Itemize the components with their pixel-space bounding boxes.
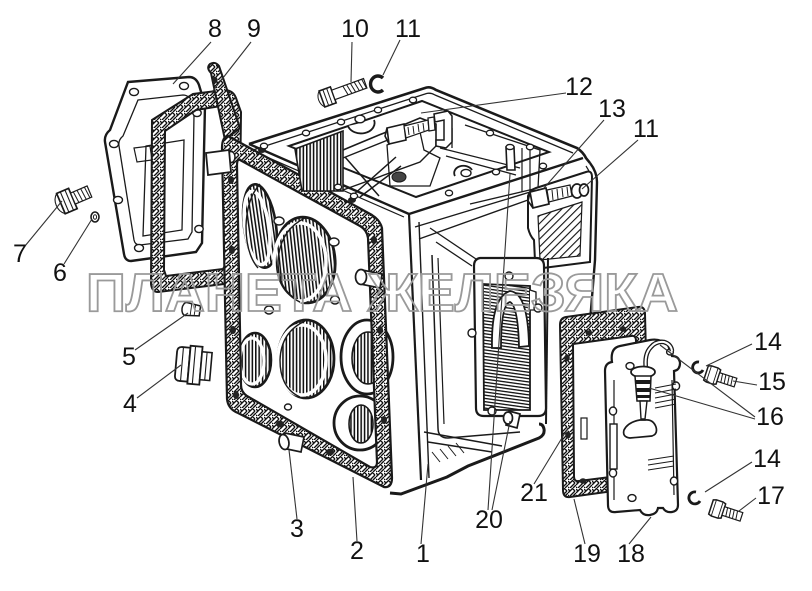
svg-text:4: 4 bbox=[123, 390, 137, 418]
svg-text:18: 18 bbox=[617, 540, 645, 568]
svg-text:3: 3 bbox=[290, 515, 304, 543]
svg-text:14: 14 bbox=[754, 328, 782, 356]
svg-text:14: 14 bbox=[753, 445, 781, 473]
svg-text:20: 20 bbox=[475, 506, 503, 534]
svg-text:11: 11 bbox=[633, 115, 659, 143]
svg-text:16: 16 bbox=[756, 403, 784, 431]
svg-text:2: 2 bbox=[350, 537, 364, 565]
svg-text:10: 10 bbox=[341, 15, 369, 43]
svg-text:1: 1 bbox=[416, 540, 430, 568]
svg-text:11: 11 bbox=[395, 15, 421, 43]
svg-text:13: 13 bbox=[598, 95, 626, 123]
svg-text:21: 21 bbox=[520, 479, 548, 507]
svg-text:15: 15 bbox=[758, 368, 786, 396]
svg-text:19: 19 bbox=[573, 540, 601, 568]
svg-text:ПЛАНЕТА ЖЕЛЕЗЯКА: ПЛАНЕТА ЖЕЛЕЗЯКА bbox=[86, 263, 678, 323]
svg-text:7: 7 bbox=[13, 240, 27, 268]
svg-text:8: 8 bbox=[208, 15, 222, 43]
svg-text:12: 12 bbox=[565, 73, 593, 101]
svg-text:6: 6 bbox=[53, 259, 67, 287]
svg-text:17: 17 bbox=[757, 482, 785, 510]
svg-text:9: 9 bbox=[247, 15, 261, 43]
svg-text:5: 5 bbox=[122, 343, 136, 371]
